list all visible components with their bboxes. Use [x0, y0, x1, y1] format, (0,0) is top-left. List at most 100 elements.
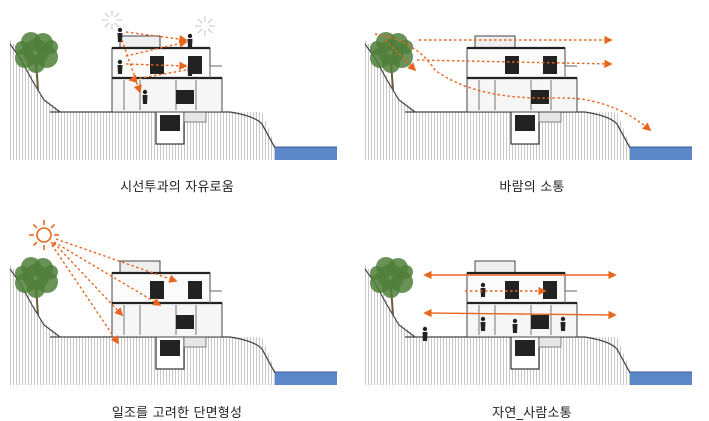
person-body [422, 332, 428, 341]
view-rays [114, 22, 120, 28]
roof-box [119, 35, 161, 49]
sightline-arrow [125, 39, 188, 57]
person-icon [512, 318, 518, 333]
person-head [117, 59, 123, 65]
upper-window-0 [150, 281, 164, 299]
sun-ray [50, 241, 56, 247]
roof-box [119, 260, 161, 274]
panel-caption: 자연_사람소통 [492, 406, 572, 421]
lower-window [176, 90, 194, 104]
person-head [187, 61, 193, 67]
tree-icon [370, 32, 413, 91]
lower-window [531, 90, 549, 104]
stair [183, 111, 207, 123]
tree-icon [15, 32, 58, 91]
tree-foliage [399, 265, 413, 279]
person-icon [187, 61, 193, 76]
roof-box [474, 260, 516, 274]
section-drawing-wind [364, 32, 692, 160]
sightline-arrow [125, 61, 188, 70]
ground-hatch [365, 112, 630, 160]
diagram-panel-sightline: 시선투과의 자유로움 [0, 0, 354, 210]
ground-floor [111, 77, 223, 113]
person-body [117, 65, 123, 74]
sun-disc [36, 227, 52, 243]
upper-window-1 [543, 56, 557, 74]
tree-foliage [44, 40, 58, 54]
tree-foliage [27, 280, 45, 298]
diagram-panel-people: 자연_사람소통 [355, 211, 709, 421]
person-head [480, 316, 486, 322]
sun-ray-arrow [55, 238, 178, 283]
water [630, 147, 692, 160]
person-icon [117, 59, 123, 74]
overlay-wind [374, 33, 652, 132]
overlay-sightlines [102, 10, 215, 104]
site-section [9, 32, 337, 160]
site-section [364, 257, 692, 385]
upper-window-0 [505, 281, 519, 299]
person-icon [142, 89, 148, 104]
upper-window-1 [188, 281, 202, 299]
wind-arrow [374, 33, 652, 132]
tree-foliage [44, 265, 58, 279]
panel-caption: 일조를 고려한 단면형성 [111, 406, 243, 421]
ground-floor [466, 77, 578, 113]
person-head [480, 282, 486, 288]
water [275, 372, 337, 385]
tree-foliage [15, 266, 29, 280]
sun-ray [50, 223, 56, 229]
site-section [364, 32, 692, 160]
view-rays [207, 28, 213, 34]
person-body [142, 95, 148, 104]
sun-icon [29, 220, 59, 250]
person-icon [187, 33, 193, 48]
person-body [480, 288, 486, 297]
person-icon [480, 282, 486, 297]
lower-window [531, 315, 549, 329]
upper-window-1 [543, 281, 557, 299]
ground-profile [50, 111, 276, 149]
section-drawing-sightline [9, 10, 337, 160]
tree-foliage [382, 55, 400, 73]
sightline-arrow [128, 69, 187, 83]
person-icon [117, 27, 123, 42]
ground-floor [111, 302, 223, 338]
overlay-sun [29, 220, 178, 345]
diagram-panel-wind: 바람의 소통 [355, 0, 709, 210]
stair [538, 111, 562, 123]
view-rays [197, 28, 203, 34]
upper-window-0 [505, 56, 519, 74]
tree-foliage [15, 41, 29, 55]
person-body [187, 39, 193, 48]
sightline-arrow [121, 39, 142, 94]
person-body [512, 324, 518, 333]
tree-foliage [382, 280, 400, 298]
basement-window [515, 340, 535, 356]
ground-hatch [10, 337, 275, 385]
section-drawing-people [364, 257, 692, 385]
ground-hatch [10, 112, 275, 160]
person-head [512, 318, 518, 324]
wind-arrow [384, 39, 417, 72]
view-rays [104, 22, 110, 28]
person-head [117, 27, 123, 33]
tree-foliage [370, 266, 384, 280]
person-icon [480, 316, 486, 331]
sun-ray [32, 223, 38, 229]
person-head [187, 33, 193, 39]
wind-arrow [416, 59, 613, 69]
tree-icon [370, 257, 413, 316]
section-drawing-sun [9, 220, 337, 385]
water [275, 147, 337, 160]
basement-window [515, 115, 535, 131]
connection-arrow [423, 308, 616, 318]
basement-window [160, 115, 180, 131]
sun-ray-arrow [53, 242, 124, 317]
view-rays [114, 12, 120, 18]
diagram-panel-sun: 일조를 고려한 단면형성 [0, 211, 354, 421]
panel-caption: 바람의 소통 [499, 180, 565, 195]
ground-profile [405, 111, 631, 149]
sun-ray-arrow [53, 241, 162, 306]
person-body [480, 322, 486, 331]
